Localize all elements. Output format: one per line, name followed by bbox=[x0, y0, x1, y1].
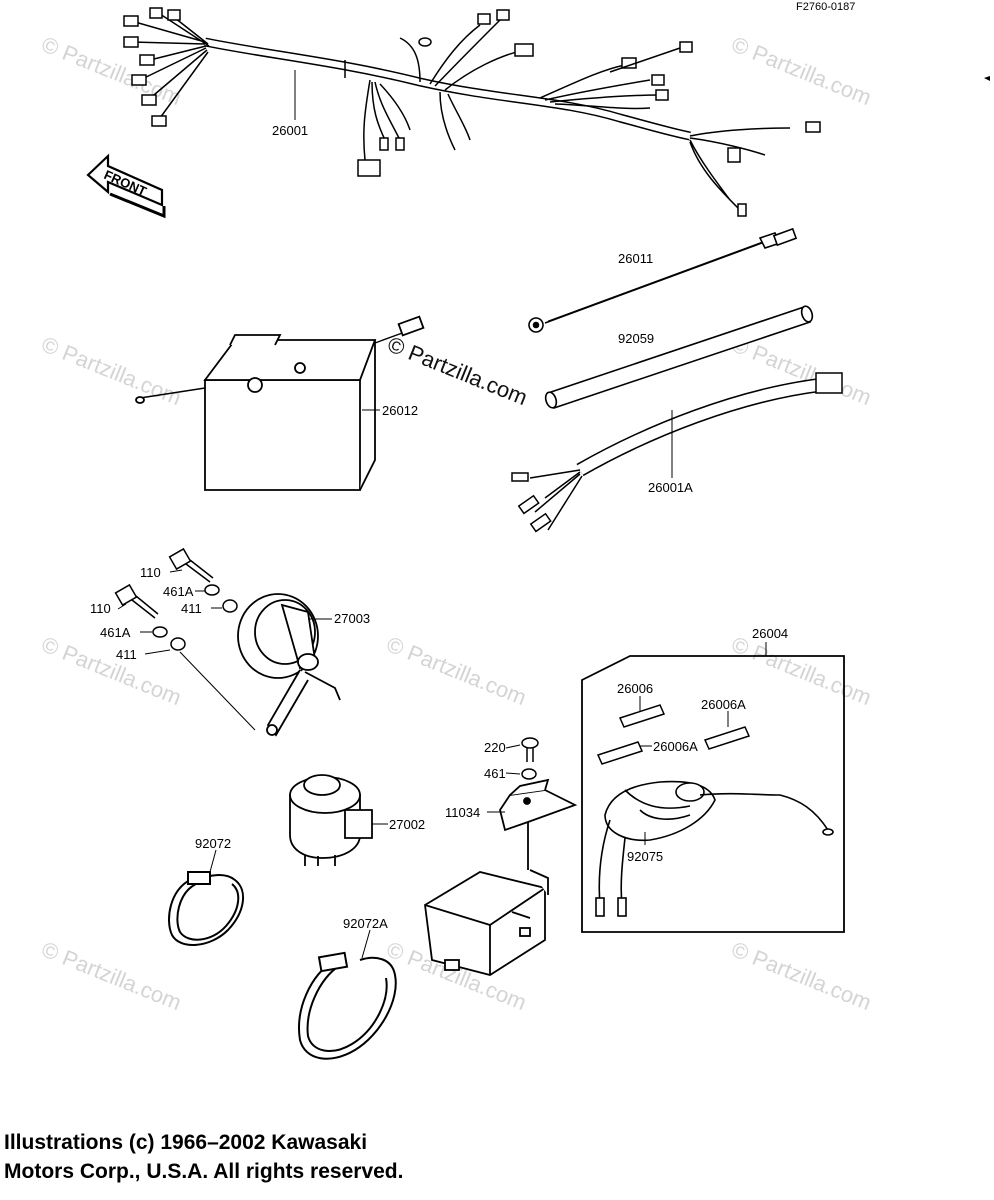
callout-tube: 92059 bbox=[618, 331, 654, 346]
callout-relay: 27002 bbox=[389, 817, 425, 832]
leader-band-a bbox=[361, 929, 371, 959]
watermarks: © Partzilla.com © Partzilla.com © Partzi… bbox=[38, 31, 875, 1015]
battery bbox=[135, 315, 425, 491]
bracket bbox=[499, 778, 578, 870]
tube bbox=[544, 305, 814, 409]
callout-horn: 27003 bbox=[334, 611, 370, 626]
watermark: © Partzilla.com bbox=[728, 31, 875, 110]
watermark: © Partzilla.com bbox=[38, 331, 185, 410]
band-a bbox=[298, 951, 397, 1060]
callout-washer-411-b: 411 bbox=[116, 647, 137, 662]
callout-leaders-left bbox=[117, 569, 332, 731]
watermark: © Partzilla.com bbox=[383, 631, 530, 710]
callout-screw-110-a: 110 bbox=[140, 565, 161, 580]
callout-screw-110-b: 110 bbox=[90, 601, 111, 616]
callout-sub-harness: 26001A bbox=[648, 480, 693, 495]
relay bbox=[289, 774, 373, 866]
sub-harness bbox=[511, 372, 843, 533]
figure-id: F2760-0187 bbox=[796, 1, 855, 13]
callout-washer-461a-a: 461A bbox=[163, 584, 194, 599]
watermark: © Partzilla.com bbox=[728, 936, 875, 1015]
battery-case bbox=[424, 869, 549, 976]
watermark: © Partzilla.com bbox=[728, 631, 875, 710]
callout-bracket: 11034 bbox=[445, 805, 480, 820]
front-label: FRONT bbox=[102, 167, 149, 199]
callout-band: 92072 bbox=[195, 836, 231, 851]
leader-band bbox=[209, 849, 217, 873]
watermark-main: © Partzilla.com bbox=[384, 331, 531, 410]
callout-fuse-holder: 92075 bbox=[627, 849, 663, 864]
callout-washer-461a-b: 461A bbox=[100, 625, 131, 640]
callout-screw-220: 220 bbox=[484, 740, 506, 755]
callout-band-a: 92072A bbox=[343, 916, 388, 931]
copyright-line-2: Motors Corp., U.S.A. All rights reserved… bbox=[4, 1160, 404, 1183]
band bbox=[168, 871, 244, 947]
horn bbox=[237, 593, 341, 737]
callout-washer-411-a: 411 bbox=[181, 601, 202, 616]
bracket-screw bbox=[521, 737, 539, 780]
screws-left bbox=[114, 547, 238, 651]
edge-mark bbox=[984, 76, 990, 81]
lead-wire bbox=[528, 227, 798, 333]
fuse-box-frame bbox=[581, 655, 845, 933]
fuses bbox=[596, 704, 751, 765]
copyright-line-1: Illustrations (c) 1966–2002 Kawasaki bbox=[4, 1131, 368, 1154]
fuse-holder bbox=[595, 780, 834, 917]
callout-harness: 26001 bbox=[272, 123, 308, 138]
callout-fuse-box: 26004 bbox=[752, 626, 788, 641]
callout-fuse-26006a-top: 26006A bbox=[701, 697, 746, 712]
front-arrow: FRONT bbox=[86, 153, 166, 219]
watermark: © Partzilla.com bbox=[38, 631, 185, 710]
leader-washer-461 bbox=[505, 772, 521, 775]
copyright-footer: Illustrations (c) 1966–2002 Kawasaki Mot… bbox=[4, 1128, 403, 1186]
leader-screw-220 bbox=[505, 744, 521, 749]
callout-fuse-26006: 26006 bbox=[617, 681, 653, 696]
watermark: © Partzilla.com bbox=[38, 936, 185, 1015]
callout-washer-461: 461 bbox=[484, 766, 506, 781]
callout-fuse-26006a-mid: 26006A bbox=[653, 739, 698, 754]
main-wiring-harness bbox=[123, 7, 821, 217]
callout-battery: 26012 bbox=[382, 403, 418, 418]
callout-lead-wire: 26011 bbox=[618, 251, 653, 266]
